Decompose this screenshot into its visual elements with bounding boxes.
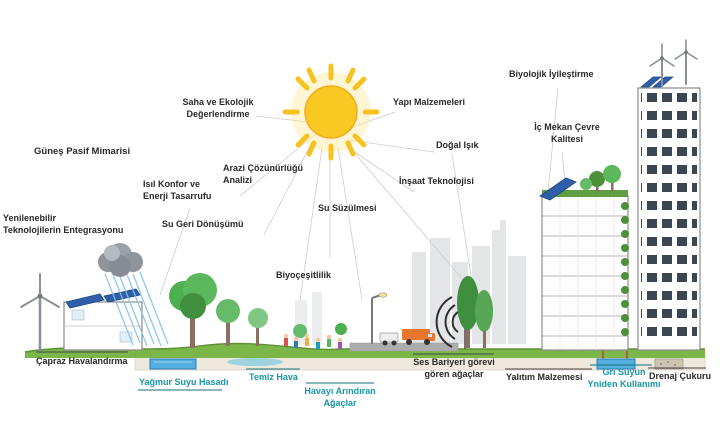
label-isil-konfor: Isıl Konfor ve Enerji Tasarrufu — [143, 179, 212, 201]
label-ses-bariyeri-agaclar: Ses Bariyeri görevi gören ağaçlar — [413, 357, 495, 379]
label-arazi-cozunurlugu: Arazi Çözünürlüğü Analizi — [223, 163, 303, 185]
tall-building — [637, 76, 701, 351]
vertical-garden — [621, 202, 629, 336]
label-su-suzulmesi: Su Süzülmesi — [318, 203, 377, 213]
green-roof — [542, 190, 628, 197]
wind-turbines-right-icon — [649, 39, 698, 87]
label-dogal-isik: Doğal Işık — [436, 140, 479, 150]
label-biyocesitlilik: Biyoçeşitlilik — [276, 270, 332, 280]
label-ic-mekan-cevre: İç Mekan Çevre Kalitesi — [534, 122, 600, 144]
rooftop-solar-panel-icon — [539, 177, 577, 201]
wind-turbine-left-icon — [20, 273, 60, 354]
soil-cross-section — [134, 355, 706, 371]
people-group — [283, 333, 343, 349]
infiltration-water — [227, 358, 283, 366]
green-building — [539, 165, 629, 351]
barrier-trees — [457, 276, 493, 348]
roof-trees — [580, 165, 621, 192]
sun-icon — [282, 63, 380, 161]
label-yalitim-malzemesi: Yalıtım Malzemesi — [506, 372, 583, 382]
label-havayi-arindiran-agaclar: Havayı Arındıran Ağaçlar — [304, 386, 376, 408]
road — [349, 342, 459, 352]
label-gunes-pasif-mimarisi: Güneş Pasif Mimarisi — [34, 146, 131, 157]
label-temiz-hava: Temiz Hava — [249, 372, 298, 382]
van — [379, 332, 399, 346]
truck — [402, 329, 435, 345]
solar-house — [63, 288, 143, 351]
drainage-pit — [654, 358, 684, 370]
label-drenaj-cukuru: Drenaj Çukuru — [649, 371, 712, 381]
tree-group — [169, 273, 347, 348]
label-gri-suyun-kullanimi: Gri Suyun Yniden Kullanımı — [587, 367, 661, 389]
rainwater-basin — [149, 358, 197, 370]
label-insaat-teknolojisi: İnşaat Teknolojisi — [399, 176, 474, 186]
label-yapi-malzemeleri: Yapı Malzemeleri — [393, 97, 466, 107]
label-saha-ekolojik: Saha ve Ekolojik Değerlendirme — [182, 97, 254, 119]
label-biyolojik-iyilestirme: Biyolojik İyileştirme — [509, 69, 594, 79]
solar-panel-icon — [65, 293, 105, 309]
label-capraz-havalandirma: Çapraz Havalandırma — [36, 356, 128, 366]
street-lamp-icon — [371, 292, 388, 344]
window-grid — [641, 92, 697, 344]
label-su-geri-donusumu: Su Geri Dönüşümü — [162, 219, 244, 229]
label-yagmur-suyu-hasadi: Yağmur Suyu Hasadı — [139, 377, 229, 387]
leader-lines — [36, 351, 706, 391]
rain-cloud-icon — [98, 243, 169, 347]
label-yenilenebilir-teknolojiler: Yenilenebilir Teknolojilerin Entegrasyon… — [3, 213, 124, 235]
